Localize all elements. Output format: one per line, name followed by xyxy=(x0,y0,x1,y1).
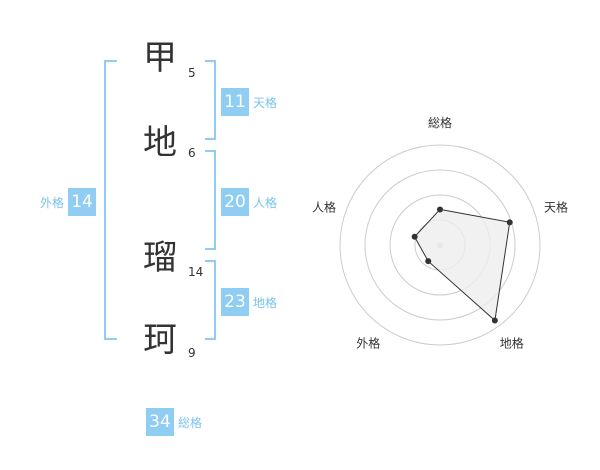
radar-ring-3 xyxy=(364,169,516,321)
chikaku-score: 23 地格 xyxy=(221,288,281,316)
radar-point-5 xyxy=(411,233,418,240)
tenkaku-value: 11 xyxy=(221,88,249,116)
gaikaku-label: 外格 xyxy=(40,195,65,210)
radar-point-1 xyxy=(437,206,443,213)
jinkaku-bracket xyxy=(205,150,216,250)
stroke-count-4: 9 xyxy=(188,346,196,360)
stroke-count-3: 14 xyxy=(188,265,204,279)
gaikaku-value: 14 xyxy=(68,188,97,216)
chikaku-bracket xyxy=(205,260,216,340)
tenkaku-label: 天格 xyxy=(253,95,278,110)
soukaku-label: 総格 xyxy=(178,415,203,430)
radar-point-4 xyxy=(425,258,432,265)
stroke-count-2: 6 xyxy=(188,146,196,160)
name-char-4: 珂 xyxy=(143,320,177,360)
jinkaku-score: 20 人格 xyxy=(221,188,281,216)
jinkaku-value: 20 xyxy=(221,188,249,216)
soukaku-score: 34 総格 xyxy=(146,408,206,436)
radar-axis-label-1: 総格 xyxy=(428,115,452,130)
chikaku-value: 23 xyxy=(221,288,249,316)
name-char-2: 地 xyxy=(143,123,177,163)
radar-point-3 xyxy=(491,317,498,324)
radar-data-polygon xyxy=(413,208,511,322)
stroke-count-1: 5 xyxy=(188,66,196,80)
tenkaku-bracket xyxy=(205,60,216,140)
radar-axis-label-4: 外格 xyxy=(356,336,380,351)
radar-ring-4 xyxy=(339,144,541,346)
jinkaku-label: 人格 xyxy=(253,195,278,210)
radar-axis-label-5: 人格 xyxy=(312,199,336,214)
gaikaku-bracket xyxy=(104,60,117,340)
name-char-1: 甲 xyxy=(143,38,177,78)
tenkaku-score: 11 天格 xyxy=(221,88,281,116)
radar-axis-label-3: 地格 xyxy=(500,336,524,351)
radar-axis-label-2: 天格 xyxy=(544,199,568,214)
chikaku-label: 地格 xyxy=(253,295,278,310)
gaikaku-score: 外格 14 xyxy=(36,188,97,216)
radar-point-2 xyxy=(506,219,513,226)
name-char-3: 瑠 xyxy=(143,238,177,278)
soukaku-value: 34 xyxy=(146,408,174,436)
